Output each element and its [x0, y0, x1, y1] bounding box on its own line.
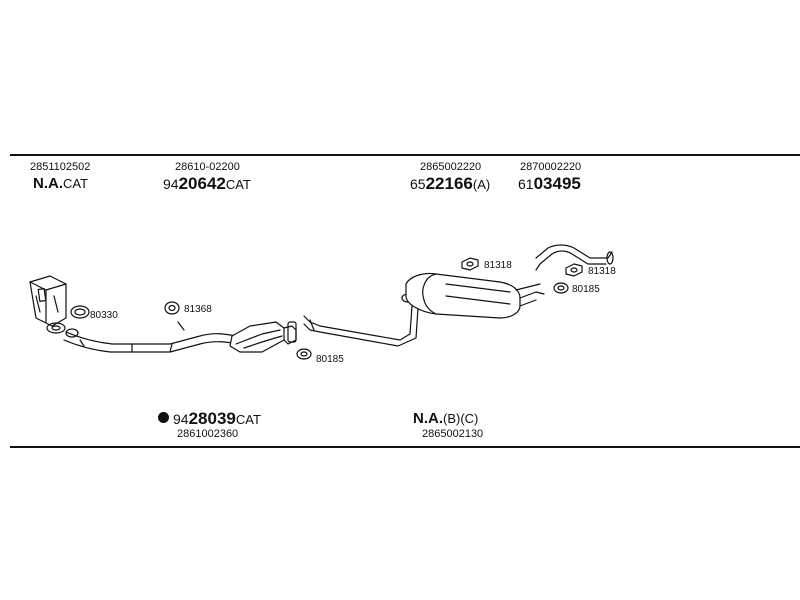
- catalytic-converter-icon: [177, 321, 297, 353]
- top-rule: [10, 154, 800, 156]
- gasket-80185-a-icon: [296, 348, 312, 360]
- manifold-icon: [29, 275, 67, 334]
- part-code-2: 9420642CAT: [163, 174, 251, 193]
- bullet-icon: [158, 412, 169, 424]
- hanger-81318-a-icon: [461, 257, 479, 271]
- callout-80330: 80330: [90, 310, 118, 321]
- gasket-80185-b-icon: [553, 282, 569, 294]
- part-number-5: 2861002360: [177, 428, 239, 440]
- part-number-4: 2870002220: [520, 161, 582, 173]
- part-code-1: N.A.CAT: [33, 175, 89, 192]
- hanger-81318-b-icon: [565, 263, 583, 277]
- callout-80185-b: 80185: [572, 284, 600, 295]
- part-code-6: N.A.(B)(C): [413, 410, 479, 427]
- callout-80185-a: 80185: [316, 354, 344, 365]
- part-number-3: 2865002220: [420, 161, 482, 173]
- callout-81318-b: 81318: [588, 266, 616, 277]
- callout-81318-a: 81318: [484, 260, 512, 271]
- part-number-1: 2851102502: [30, 161, 91, 173]
- bottom-rule: [10, 446, 800, 448]
- gasket-80330-icon: [70, 305, 90, 319]
- part-number-6: 2865002130: [422, 428, 484, 440]
- tail-pipe-icon: [535, 244, 614, 271]
- part-code-5: 9428039CAT: [158, 410, 261, 428]
- part-code-4: 6103495: [518, 174, 581, 193]
- callout-81368: 81368: [184, 304, 212, 315]
- intermediate-pipe-icon: [303, 293, 425, 347]
- rear-silencer-icon: [405, 272, 545, 319]
- part-code-3: 6522166(A): [410, 174, 491, 193]
- part-number-2: 28610-02200: [175, 161, 240, 173]
- front-pipe-icon: [63, 328, 239, 353]
- hanger-81368-icon: [164, 301, 180, 315]
- flange-icon: [287, 321, 297, 343]
